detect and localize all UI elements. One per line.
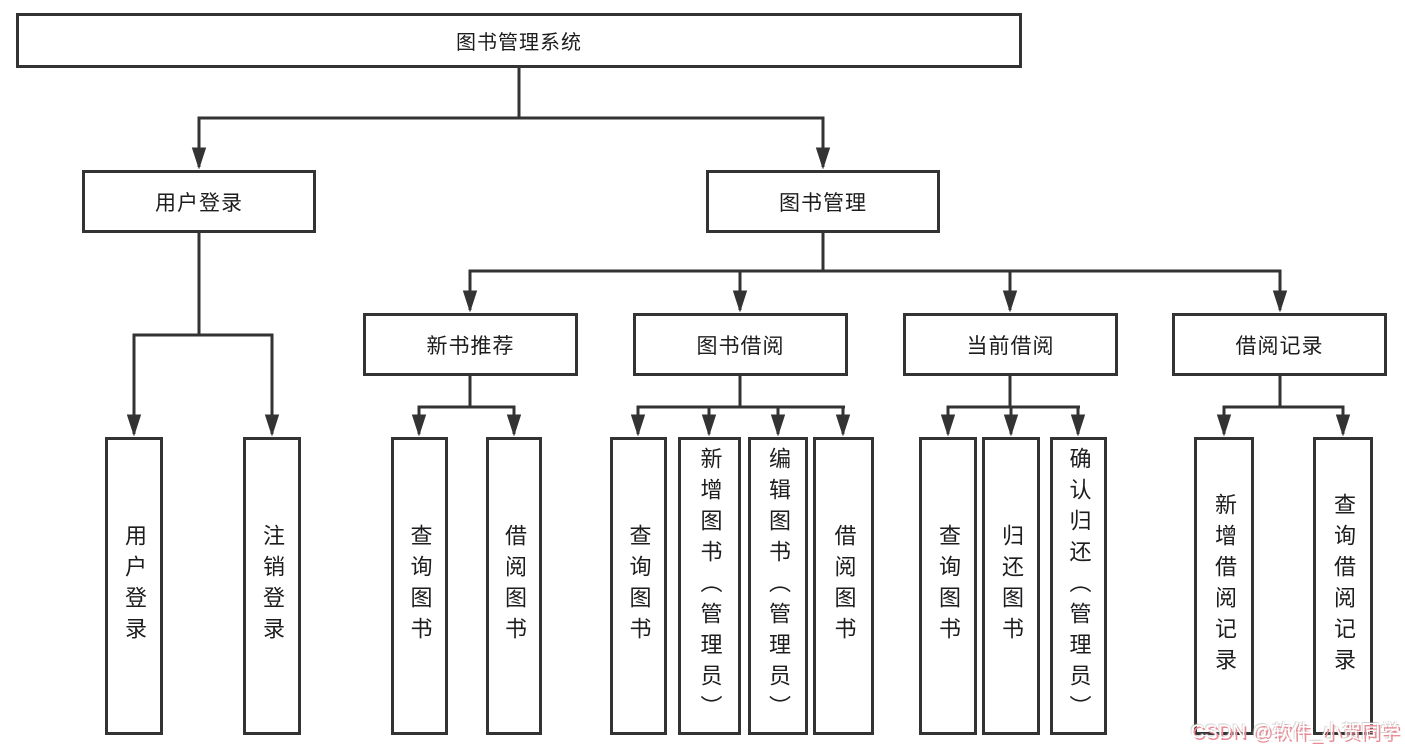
node-library-management-system: 图书管理系统 bbox=[16, 13, 1022, 68]
leaf-edit-book-admin: 编辑图书（管理员） bbox=[748, 437, 808, 735]
leaf-add-book-admin: 新增图书（管理员） bbox=[678, 437, 741, 735]
leaf-query-borrow-record: 查询借阅记录 bbox=[1313, 437, 1373, 735]
node-label: 当前借阅 bbox=[966, 334, 1055, 358]
leaf-label: 新增图书（管理员） bbox=[697, 446, 723, 726]
leaf-label: 查询图书 bbox=[626, 524, 652, 648]
node-label: 新书推荐 bbox=[426, 334, 515, 358]
leaf-confirm-return-admin: 确认归还（管理员） bbox=[1050, 437, 1107, 735]
leaf-user-login: 用户登录 bbox=[105, 437, 163, 735]
leaf-label: 用户登录 bbox=[122, 524, 147, 648]
leaf-label: 查询图书 bbox=[936, 524, 961, 648]
leaf-query-book-current: 查询图书 bbox=[919, 437, 977, 735]
node-label: 图书借阅 bbox=[696, 334, 785, 358]
leaf-query-book-borrowing: 查询图书 bbox=[610, 437, 667, 735]
node-label: 借阅记录 bbox=[1235, 334, 1324, 358]
node-label: 图书管理系统 bbox=[456, 32, 582, 54]
leaf-label: 新增借阅记录 bbox=[1212, 493, 1237, 679]
leaf-label: 确认归还（管理员） bbox=[1066, 446, 1092, 726]
leaf-add-borrow-record: 新增借阅记录 bbox=[1194, 437, 1254, 735]
node-book-borrowing: 图书借阅 bbox=[633, 313, 848, 376]
leaf-return-book: 归还图书 bbox=[982, 437, 1040, 735]
leaf-label: 借阅图书 bbox=[502, 524, 527, 648]
node-label: 用户登录 bbox=[155, 191, 243, 215]
node-label: 图书管理 bbox=[779, 191, 867, 215]
leaf-query-book-recommend: 查询图书 bbox=[391, 437, 448, 735]
leaf-logout: 注销登录 bbox=[243, 437, 301, 735]
leaf-label: 查询借阅记录 bbox=[1331, 493, 1356, 679]
leaf-label: 编辑图书（管理员） bbox=[766, 446, 791, 726]
leaf-label: 查询图书 bbox=[407, 524, 433, 648]
node-book-management: 图书管理 bbox=[706, 170, 940, 233]
leaf-label: 注销登录 bbox=[260, 524, 285, 648]
node-borrowing-records: 借阅记录 bbox=[1172, 313, 1387, 376]
csdn-watermark: CSDN @软件_小贺同学 bbox=[1190, 722, 1400, 743]
leaf-borrow-book-borrowing: 借阅图书 bbox=[813, 437, 874, 735]
node-new-book-recommend: 新书推荐 bbox=[363, 313, 578, 376]
node-user-login: 用户登录 bbox=[82, 170, 316, 233]
leaf-label: 归还图书 bbox=[999, 524, 1024, 648]
leaf-borrow-book-recommend: 借阅图书 bbox=[486, 437, 542, 735]
leaf-label: 借阅图书 bbox=[831, 524, 857, 648]
node-current-borrowing: 当前借阅 bbox=[903, 313, 1118, 376]
